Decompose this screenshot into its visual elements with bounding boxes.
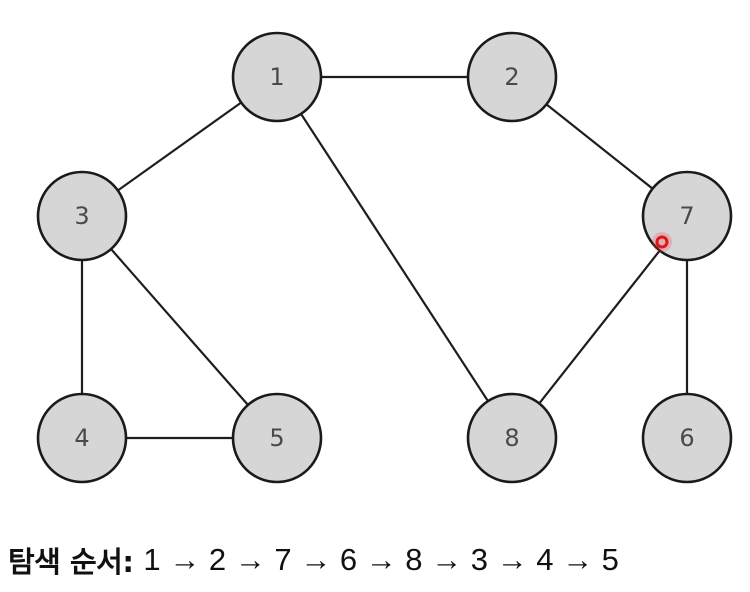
graph-nodes: 1 2 3 7 4 5 8 6 — [36, 31, 733, 484]
mouse-cursor-indicator — [652, 232, 672, 252]
node-label: 4 — [74, 424, 89, 452]
node-circle — [466, 31, 558, 123]
node-5: 5 — [231, 392, 323, 484]
node-circle — [641, 392, 733, 484]
edge-3-5 — [80, 214, 279, 440]
node-6: 6 — [641, 392, 733, 484]
node-label: 5 — [269, 424, 284, 452]
edge-7-8 — [510, 214, 689, 440]
node-circle — [36, 392, 128, 484]
node-label: 2 — [504, 63, 519, 91]
graph-diagram: 1 2 3 7 4 5 8 6 — [36, 31, 733, 484]
node-label: 7 — [679, 202, 694, 230]
node-8: 8 — [466, 392, 558, 484]
node-circle — [231, 31, 323, 123]
node-label: 8 — [504, 424, 519, 452]
search-order-caption: 탐색 순서: 1 → 2 → 7 → 6 → 8 → 3 → 4 → 5 — [8, 532, 619, 588]
node-circle — [231, 392, 323, 484]
node-4: 4 — [36, 392, 128, 484]
node-2: 2 — [466, 31, 558, 123]
node-circle — [466, 392, 558, 484]
search-order-sequence: 1 → 2 → 7 → 6 → 8 → 3 → 4 → 5 — [143, 542, 619, 577]
graph-edges — [80, 75, 689, 440]
search-order-label: 탐색 순서: — [8, 545, 134, 579]
node-1: 1 — [231, 31, 323, 123]
node-label: 1 — [269, 63, 284, 91]
node-3: 3 — [36, 170, 128, 262]
edge-1-8 — [275, 75, 514, 440]
node-label: 3 — [74, 202, 89, 230]
node-label: 6 — [679, 424, 694, 452]
node-circle — [36, 170, 128, 262]
